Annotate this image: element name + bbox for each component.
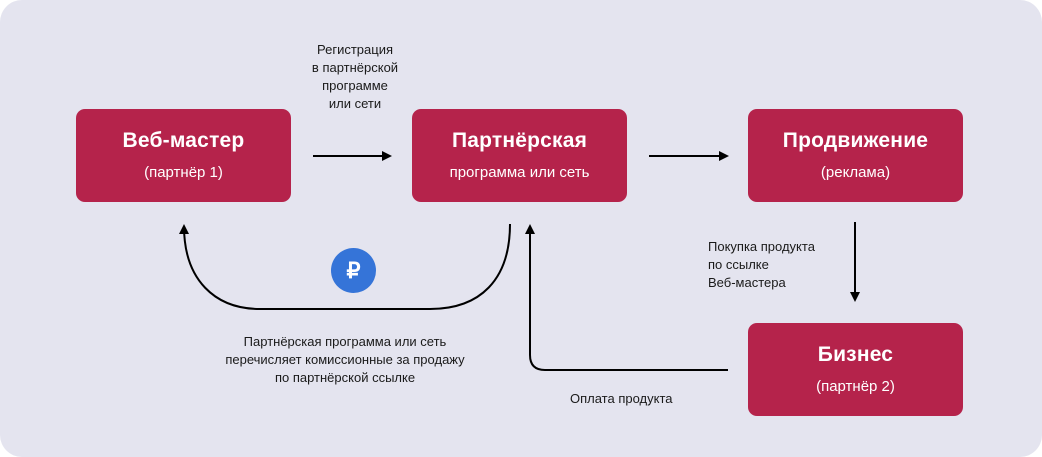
node-business: Бизнес (партнёр 2): [748, 323, 963, 416]
label-line: Партнёрская программа или сеть: [243, 334, 447, 349]
label-purchase: Покупка продукта по ссылке Веб-мастера: [708, 238, 848, 292]
label-line: Покупка продукта: [708, 239, 815, 254]
arrow-commission-curve: [179, 223, 511, 310]
label-line: программе: [322, 78, 388, 93]
node-promotion: Продвижение (реклама): [748, 109, 963, 202]
node-title: Партнёрская: [451, 129, 588, 152]
label-line: перечисляет комиссионные за продажу: [225, 352, 465, 367]
node-affiliate-program: Партнёрская программа или сеть: [412, 109, 627, 202]
label-line: по партнёрской ссылке: [274, 370, 416, 385]
node-title: Веб-мастер: [122, 129, 245, 152]
node-webmaster: Веб-мастер (партнёр 1): [76, 109, 291, 202]
label-registration: Регистрация в партнёрской программе или …: [285, 41, 425, 113]
ruble-icon: ₽: [331, 248, 376, 293]
label-line: или сети: [328, 96, 382, 111]
label-line: по ссылке: [708, 257, 769, 272]
node-subtitle: (партнёр 2): [816, 378, 895, 395]
node-title: Продвижение: [782, 129, 929, 152]
label-commission: Партнёрская программа или сеть перечисля…: [195, 333, 495, 387]
node-subtitle: (партнёр 1): [144, 164, 223, 181]
node-subtitle: программа или сеть: [449, 164, 590, 181]
node-title: Бизнес: [817, 343, 894, 366]
arrow-payment: [525, 224, 728, 371]
label-payment: Оплата продукта: [570, 391, 673, 406]
label-line: Регистрация: [317, 42, 393, 57]
label-line: Веб-мастера: [708, 275, 786, 290]
label-line: в партнёрской: [311, 60, 399, 75]
node-subtitle: (реклама): [820, 164, 891, 181]
